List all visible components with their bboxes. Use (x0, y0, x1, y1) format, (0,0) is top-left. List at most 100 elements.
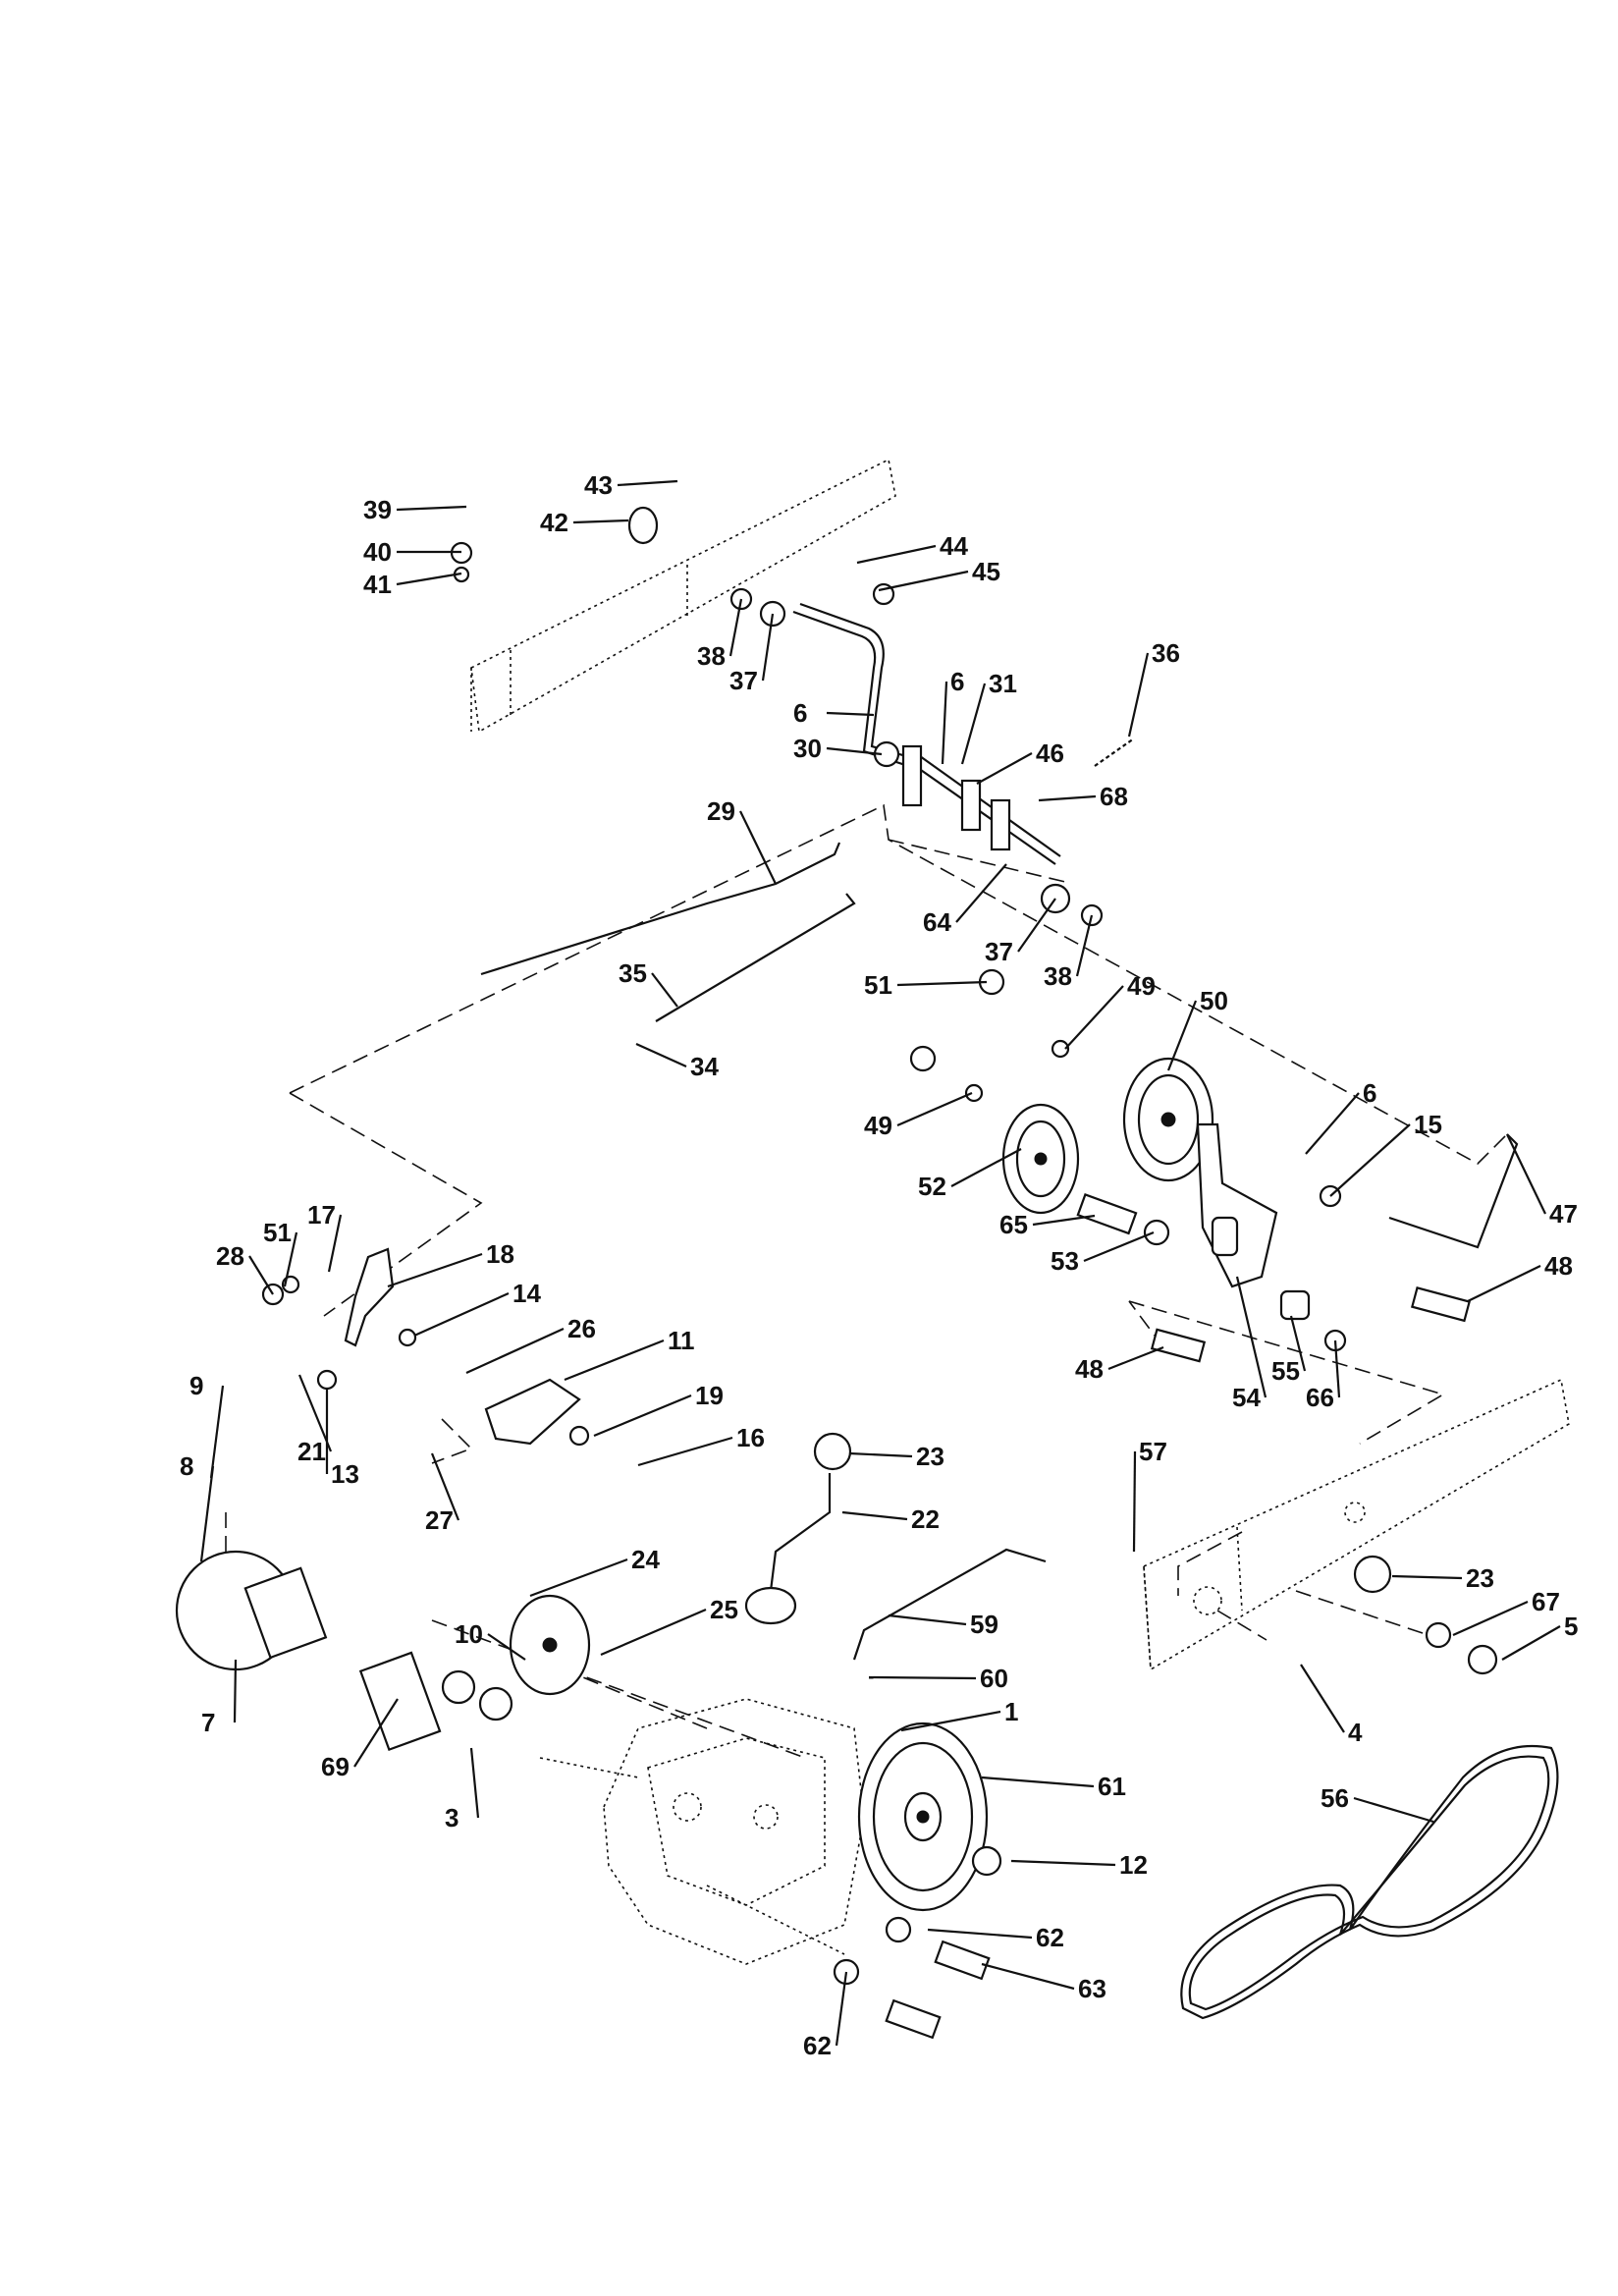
callout-69: 69 (321, 1698, 399, 1781)
part-number-label: 36 (1152, 638, 1180, 668)
leader-line (896, 980, 988, 987)
leader-line (1017, 898, 1056, 953)
transaxle-pulley (857, 1722, 989, 1912)
leader-line (327, 1214, 343, 1273)
callout-37: 37 (729, 613, 775, 695)
part-number-label: 45 (972, 557, 1000, 586)
part-number-label: 64 (923, 907, 951, 937)
callout-61: 61 (981, 1772, 1126, 1801)
part-number-label: 53 (1051, 1246, 1079, 1276)
leader-line (761, 613, 775, 682)
leader-line (868, 1675, 977, 1680)
callout-19: 19 (593, 1381, 724, 1438)
part-number-label: 42 (540, 508, 568, 537)
leader-line (1329, 1123, 1411, 1197)
leader-line (888, 1613, 967, 1626)
leader-line (1391, 1574, 1463, 1580)
part-number-label: 26 (567, 1314, 596, 1343)
callout-37: 37 (985, 898, 1056, 966)
leader-line (297, 1374, 333, 1452)
callout-36: 36 (1127, 638, 1180, 738)
part-number-label: 28 (216, 1241, 244, 1271)
leader-line (878, 570, 969, 592)
part-number-label: 15 (1414, 1110, 1442, 1139)
callout-38: 38 (1044, 914, 1094, 991)
part-number-label: 49 (1127, 971, 1156, 1001)
part-number-label: 56 (1321, 1783, 1349, 1813)
part-number-label: 34 (690, 1052, 719, 1081)
idler-bracket (1196, 1122, 1278, 1288)
callout-13: 13 (325, 1390, 359, 1489)
leader-line (487, 1633, 526, 1661)
part-number-label: 41 (363, 570, 392, 599)
callout-31: 31 (960, 669, 1017, 765)
callout-1: 1 (900, 1697, 1018, 1732)
callout-62: 62 (803, 1971, 848, 2060)
leader-line (1038, 794, 1097, 802)
leader-line (651, 972, 678, 1008)
transaxle-housing (539, 1698, 865, 1965)
part-number-label: 59 (970, 1610, 998, 1639)
callout-51: 51 (864, 970, 988, 1000)
leader-line (617, 479, 678, 487)
callout-11: 11 (564, 1326, 695, 1382)
callout-43: 43 (584, 470, 678, 500)
callout-7: 7 (201, 1659, 238, 1737)
part-number-label: 51 (263, 1218, 292, 1247)
part-number-label: 22 (911, 1504, 940, 1534)
leader-line (976, 752, 1033, 785)
leader-line (941, 681, 948, 765)
part-number-label: 60 (980, 1664, 1008, 1693)
callout-68: 68 (1038, 782, 1128, 811)
leader-line (1132, 1450, 1137, 1553)
part-number-label: 13 (331, 1459, 359, 1489)
callout-6: 6 (1305, 1078, 1376, 1155)
part-number-label: 57 (1139, 1437, 1167, 1466)
callout-42: 42 (540, 508, 629, 537)
leader-line (1107, 1345, 1164, 1371)
part-number-label: 55 (1271, 1356, 1300, 1386)
callout-38: 38 (697, 598, 743, 671)
leader-line (841, 1510, 908, 1521)
callout-67: 67 (1452, 1587, 1560, 1637)
callout-46: 46 (976, 738, 1064, 785)
part-number-label: 31 (989, 669, 1017, 698)
callout-65: 65 (999, 1210, 1096, 1239)
lower-frame-rail (1143, 1378, 1570, 1671)
hardware (261, 506, 1498, 2040)
leader-line (1235, 1276, 1267, 1398)
part-number-label: 43 (584, 470, 613, 500)
leader-line (637, 1436, 733, 1467)
leader-line (960, 683, 987, 765)
callout-34: 34 (635, 1042, 719, 1081)
callout-55: 55 (1271, 1315, 1307, 1386)
callout-23: 23 (1391, 1563, 1494, 1593)
leader-line (600, 1608, 707, 1657)
leader-line (199, 1465, 215, 1562)
part-number-label: 51 (864, 970, 892, 1000)
part-number-label: 66 (1306, 1383, 1334, 1412)
part-number-label: 9 (189, 1371, 203, 1400)
leader-line (387, 1252, 483, 1288)
callout-49: 49 (864, 1091, 973, 1140)
callout-6: 6 (793, 698, 875, 728)
leader-line (955, 863, 1007, 923)
leader-line (572, 519, 629, 524)
leader-line (1333, 1339, 1341, 1398)
callout-57: 57 (1132, 1437, 1167, 1553)
callout-53: 53 (1051, 1230, 1155, 1276)
part-number-label: 35 (619, 958, 647, 988)
part-number-label: 30 (793, 734, 822, 763)
callout-29: 29 (707, 796, 777, 885)
part-number-label: 62 (803, 2031, 832, 2060)
part-number-label: 61 (1098, 1772, 1126, 1801)
callout-44: 44 (856, 531, 968, 565)
part-number-label: 19 (695, 1381, 724, 1410)
callout-48: 48 (1075, 1345, 1164, 1384)
leader-line (353, 1698, 399, 1768)
leader-line (739, 810, 777, 885)
drive-belt (1180, 1744, 1559, 2020)
part-number-label: 12 (1119, 1850, 1148, 1880)
part-number-label: 37 (729, 666, 758, 695)
